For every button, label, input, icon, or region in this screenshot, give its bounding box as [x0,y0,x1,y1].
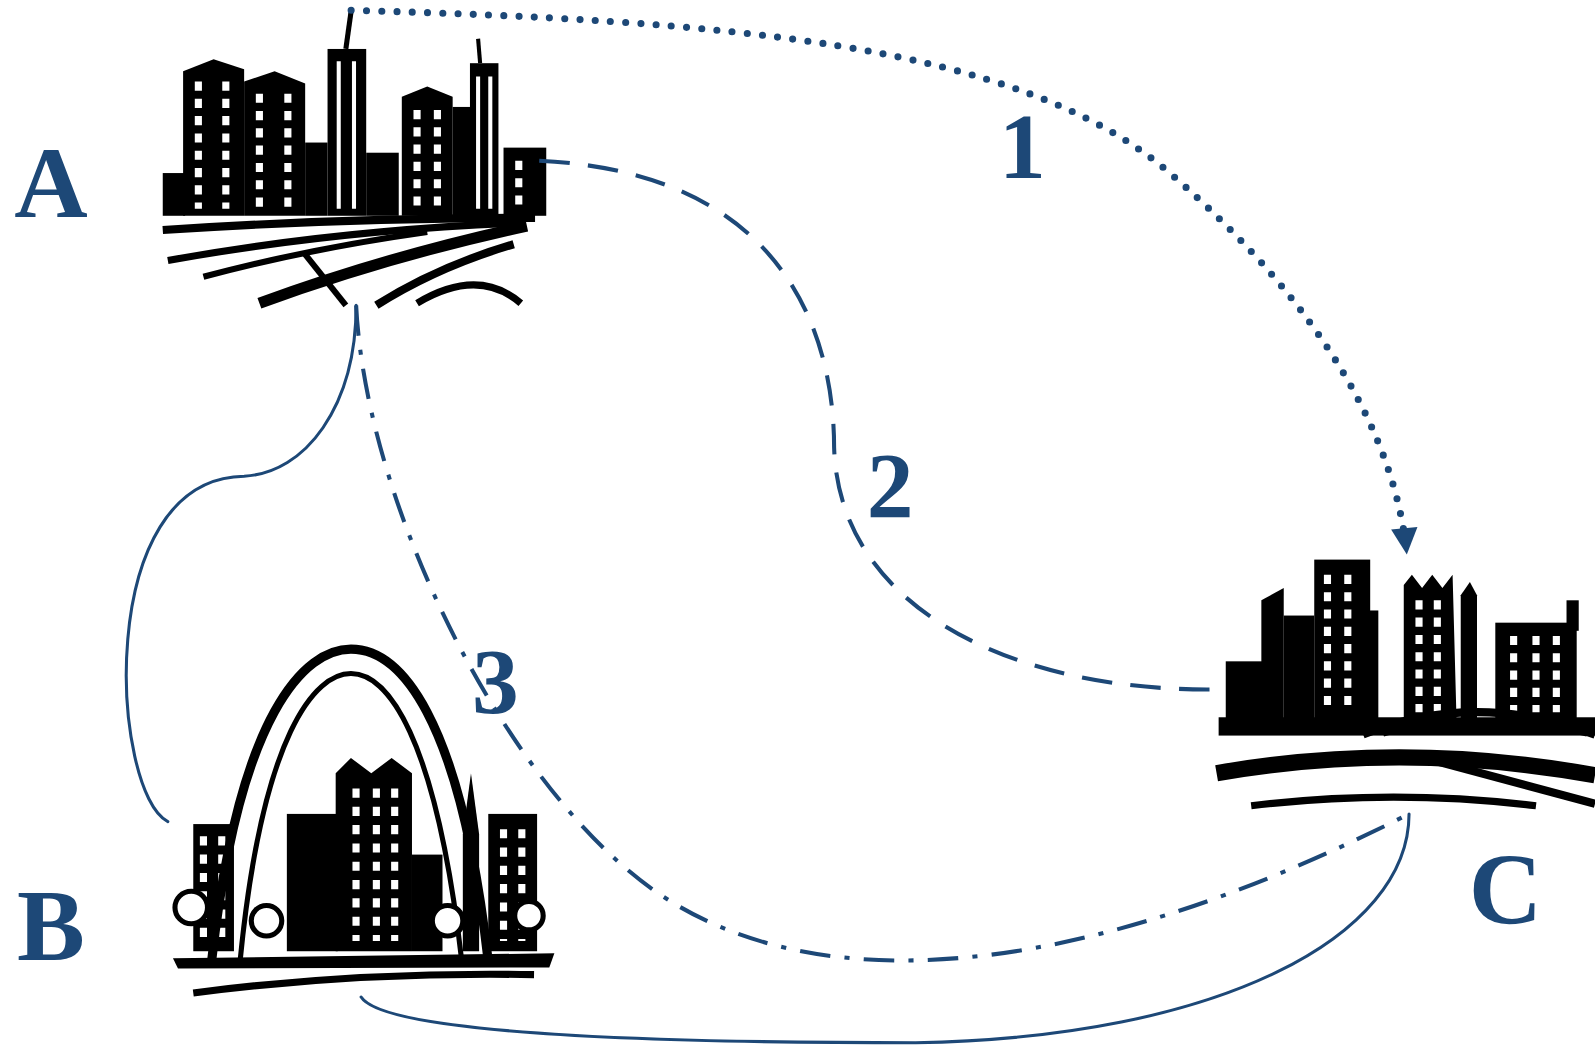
city-c-skyline-part [1461,582,1477,724]
city-a-skyline [163,12,546,305]
city-c-skyline-part [1495,623,1576,725]
city-b-skyline-part-part [515,901,543,929]
city-b-skyline-part [212,649,489,961]
city-c-skyline-part-part [1383,721,1586,735]
city-a-skyline-part [305,143,327,216]
city-c-skyline-part [1404,575,1457,725]
city-a-skyline-part [470,63,498,216]
route-number: 1 [999,101,1046,195]
city-b-skyline-part [193,974,534,993]
city-c-skyline-part [1284,616,1315,725]
city-c-skyline-part-part [1415,600,1422,712]
city-a-skyline-part-part [413,110,420,209]
city-a-skyline-part [244,71,305,215]
city-a-skyline-part-part [305,254,346,305]
route-connector [356,305,1409,960]
city-b-skyline-part [336,758,412,951]
city-a-skyline-part-part [284,94,291,209]
city-a-skyline-part-part [417,285,521,303]
city-c-skyline-part-part [1217,757,1595,775]
city-a-skyline-part [163,173,185,216]
city-b-skyline-part-part [200,836,207,941]
city-b-skyline-part-part [212,649,489,961]
city-c-skyline-part-part [1424,758,1595,804]
city-a-skyline-part [328,49,367,216]
city-c-skyline-part [1261,588,1283,724]
city-node: C [1216,554,1595,813]
city-a-skyline-part [366,153,399,216]
route-number: 3 [472,635,519,729]
city-c-skyline-part-part [1344,575,1351,712]
city-c-skyline-part [1348,610,1379,724]
city-a-skyline-part [198,82,518,209]
city-a-skyline-part [504,148,547,216]
city-letter: A [14,132,87,234]
city-a-skyline-part [183,59,244,216]
city-c-skyline-part [1567,600,1579,631]
city-b-skyline-part [175,891,543,936]
route-connector [351,10,1407,554]
city-c-skyline-part-part [1251,797,1536,806]
city-a-skyline-part-part [488,76,492,208]
city-c-skyline-part-part [1434,600,1441,712]
city-b-skyline-part-part [432,905,463,936]
route-connector [539,161,1215,690]
city-b-skyline-part-part [500,829,507,941]
city-a-skyline-part-part [337,61,341,208]
city-c-skyline-part-part [1553,636,1560,712]
city-a-skyline-part [339,61,491,208]
route-connector [126,305,356,821]
city-b-skyline-part-part [352,788,359,941]
city-b-skyline-part-part [175,891,208,924]
city-a-skyline-part [478,39,480,63]
city-a-skyline-part [402,87,453,216]
city-a-skyline-part-part [222,82,229,209]
city-node: B [168,646,558,997]
city-c-skyline-part-part [1510,636,1517,712]
city-b-skyline-part [287,814,338,951]
city-b-skyline-part [173,953,554,968]
city-c-skyline [1217,560,1595,806]
city-b-skyline-part-part [373,788,380,941]
city-c-skyline-part-part [1363,712,1595,734]
city-a-skyline-part-part [515,161,522,209]
city-b-skyline-part-part [240,674,462,962]
city-c-skyline-part-part [1532,636,1539,712]
city-b-skyline-part [412,855,443,952]
city-a-skyline-part-part [256,94,263,209]
city-letter: B [17,875,85,977]
city-a-skyline-part [346,12,351,49]
city-a-skyline-part-part [195,82,202,209]
city-node: A [161,10,550,305]
city-a-skyline-part-part [352,61,356,208]
city-c-skyline-part-part [1324,575,1331,712]
city-a-skyline-part-part [476,76,480,208]
city-letter: C [1469,839,1542,941]
city-b-skyline-part-part [251,905,282,936]
city-b-skyline-part-part [391,788,398,941]
route-number: 2 [867,439,914,533]
city-a-skyline-part-part [376,244,513,305]
city-a-skyline-part [163,218,535,305]
city-a-skyline-part-part [434,110,441,209]
city-c-skyline-part [1327,575,1556,712]
route-connector [361,814,1409,1043]
city-c-skyline-part [1226,661,1267,722]
city-c-skyline-part [1217,712,1595,806]
